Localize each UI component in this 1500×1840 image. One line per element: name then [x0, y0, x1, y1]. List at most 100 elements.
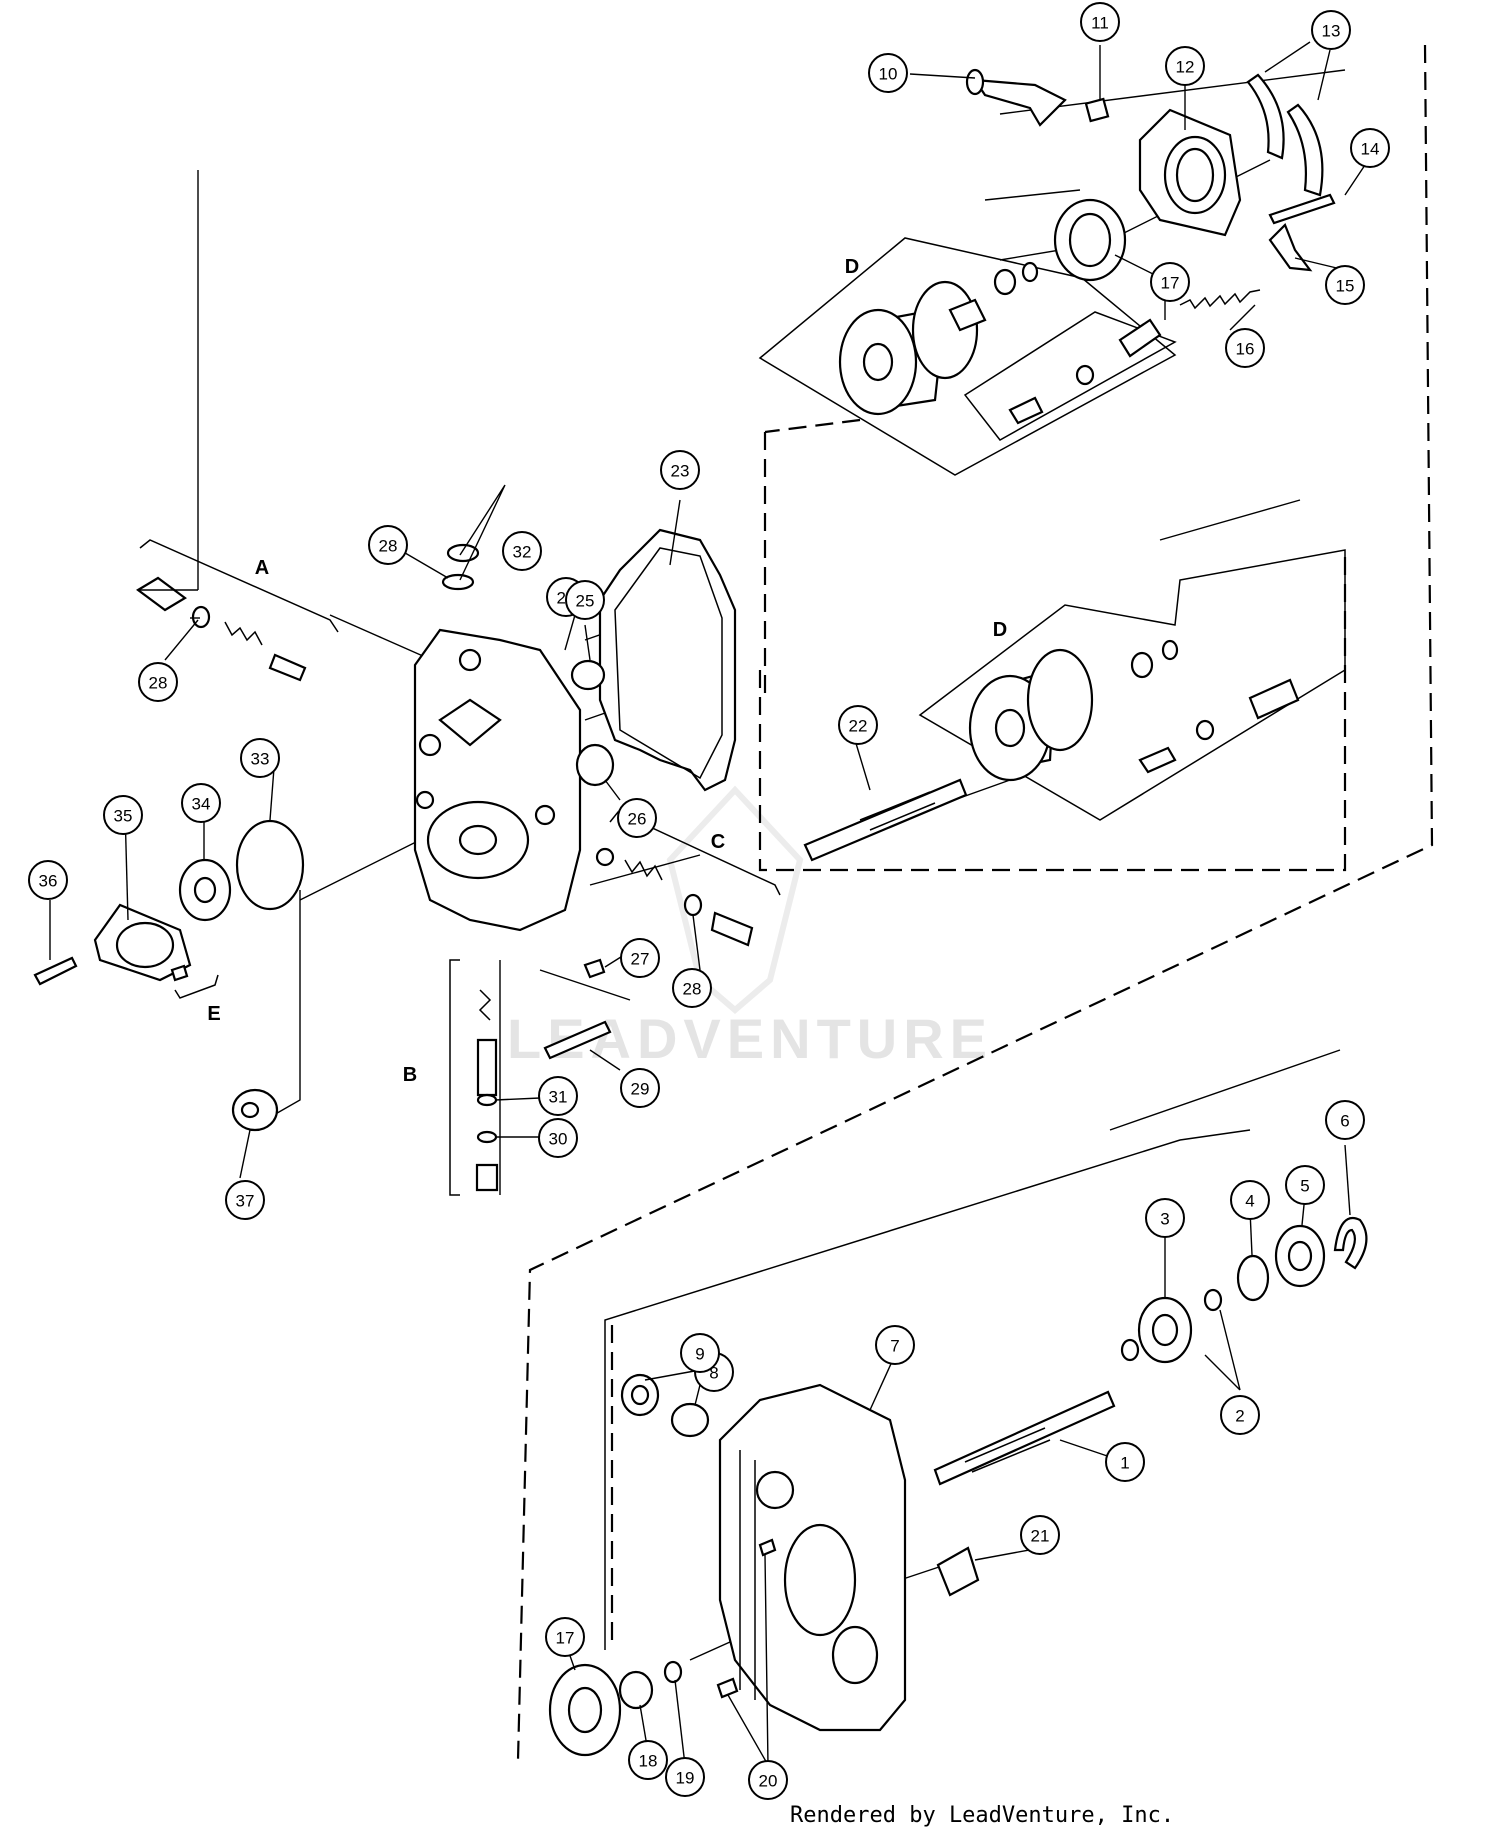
callout-number: 25 [576, 592, 595, 611]
retaining-ring-part [1120, 1338, 1140, 1362]
check-spring-part [1179, 289, 1261, 310]
callout-c29: 29 [620, 1068, 660, 1108]
group-label-d2: D [993, 619, 1007, 641]
callout-number: 17 [556, 1629, 575, 1648]
callout-c7: 7 [875, 1325, 915, 1365]
callout-c6: 6 [1325, 1100, 1365, 1140]
callout-c34: 34 [181, 783, 221, 823]
group-label-b: B [403, 1064, 417, 1086]
charge-pump-cover-part [93, 903, 192, 982]
hex-bolt-part [543, 1020, 612, 1060]
callout-number: 28 [149, 674, 168, 693]
callout-circle [868, 53, 908, 93]
callout-number: 19 [676, 1769, 695, 1788]
callout-number: 34 [192, 795, 211, 814]
shaft-seal-part [231, 1088, 279, 1132]
poppet-part [268, 653, 307, 682]
callout-c26: 26 [617, 798, 657, 838]
callout-circle [538, 1118, 578, 1158]
callout-circle [1105, 1442, 1145, 1482]
callout-c15: 15 [1325, 265, 1365, 305]
callout-circle [672, 968, 712, 1008]
callout-number: 28 [379, 537, 398, 556]
callout-number: 12 [1176, 58, 1195, 77]
callout-circle [617, 798, 657, 838]
washer-part [663, 1660, 683, 1684]
callout-c5: 5 [1285, 1165, 1325, 1205]
callout-c4: 4 [1230, 1180, 1270, 1220]
cylinder-block-lower [968, 648, 1094, 782]
motor-shaft-part [933, 1390, 1116, 1486]
callout-circle [620, 938, 660, 978]
callout-number: 4 [1245, 1192, 1254, 1211]
callout-number: 16 [1236, 340, 1255, 359]
check-spring-part [624, 859, 663, 881]
callout-circle [620, 1068, 660, 1108]
callout-circle [628, 1740, 668, 1780]
o-ring-large-part [235, 819, 305, 911]
callout-circle [838, 705, 878, 745]
callout-c33: 33 [240, 738, 280, 778]
shaft-splines [859, 791, 936, 831]
callout-c16: 16 [1225, 328, 1265, 368]
group-e-bracket [174, 974, 219, 999]
callout-number: 3 [1160, 1210, 1169, 1229]
callout-c2: 2 [1220, 1395, 1260, 1435]
shaft-seal-part [620, 1373, 660, 1417]
bypass-rod-part [476, 1038, 498, 1097]
group-label-e: E [207, 1003, 220, 1025]
charge-pump-part [178, 858, 232, 922]
plug-small-part [583, 958, 606, 979]
callout-circle [1285, 1165, 1325, 1205]
callout-circle [1311, 10, 1351, 50]
washer-part [1021, 261, 1039, 283]
control-lever-part [965, 68, 1067, 127]
callout-c18: 18 [628, 1740, 668, 1780]
callout-c28b: 28 [138, 662, 178, 702]
callout-circle [103, 795, 143, 835]
cover-screw-part [33, 956, 78, 986]
check-valve-part [1118, 318, 1162, 358]
callout-circle [1350, 128, 1390, 168]
callout-circle [660, 450, 700, 490]
callout-number: 29 [631, 1080, 650, 1099]
washer-part [1161, 639, 1179, 661]
bushing-part [618, 1670, 654, 1710]
group-16-outline [963, 311, 1177, 441]
o-ring-part [476, 1093, 498, 1107]
check-plug-part [710, 911, 754, 947]
callout-circle [1225, 328, 1265, 368]
callout-number: 23 [671, 462, 690, 481]
ball-bearing-part [1137, 1296, 1193, 1364]
callout-number: 28 [683, 980, 702, 999]
callout-number: 22 [849, 717, 868, 736]
callout-number: 13 [1322, 22, 1341, 41]
callout-number: 37 [236, 1192, 255, 1211]
callout-c17b: 17 [545, 1617, 585, 1657]
callout-c10: 10 [868, 53, 908, 93]
callout-circle [138, 662, 178, 702]
bearing-part [575, 743, 615, 787]
cradle-housing-part [1138, 108, 1242, 237]
relief-spring-part [224, 621, 263, 646]
bypass-nut-part [475, 1163, 499, 1192]
callout-c28c: 28 [672, 968, 712, 1008]
relief-plug-part [136, 576, 187, 612]
callout-number: 1 [1120, 1454, 1129, 1473]
washer-part [993, 268, 1017, 296]
gasket-part [598, 528, 737, 792]
fill-plug-part [936, 1546, 980, 1597]
pump-shaft-part [803, 778, 968, 862]
callout-number: 5 [1300, 1177, 1309, 1196]
callout-c12: 12 [1165, 46, 1205, 86]
callout-number: 20 [759, 1772, 778, 1791]
footer-credit: Rendered by LeadVenture, Inc. [790, 1803, 1175, 1828]
center-section-part [413, 628, 582, 932]
callout-c20: 20 [748, 1760, 788, 1800]
callout-c25: 25 [565, 580, 605, 620]
callout-circle [1150, 262, 1190, 302]
motor-shaft-splines [964, 1427, 1051, 1473]
gasket-inner-edge [614, 547, 723, 780]
bypass-spring-part [478, 989, 492, 1021]
